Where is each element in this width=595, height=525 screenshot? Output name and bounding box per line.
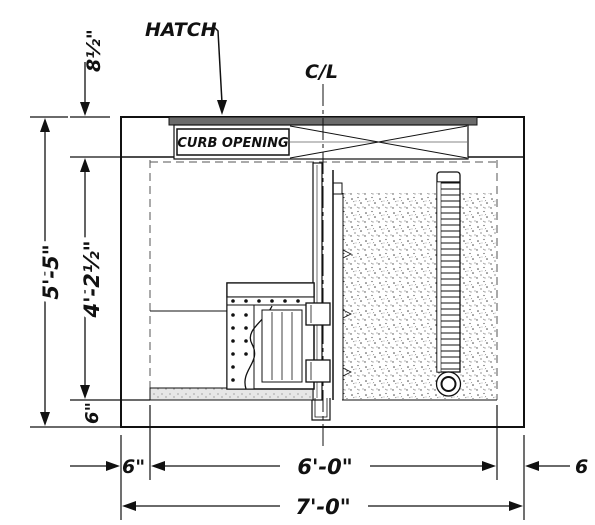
svg-text:6'-0": 6'-0" [297,455,352,479]
svg-text:7'-0": 7'-0" [295,495,350,519]
dim-inner-height: 4'-2½" 4'-2½" [70,156,150,401]
baffle-wall [311,162,343,421]
dim-top-offset: 8½" [70,29,110,118]
dim-overall-width: 7'-0" [122,495,523,519]
svg-text:8½": 8½" [83,29,105,72]
svg-text:6": 6" [122,456,145,478]
filter-media [342,193,496,400]
filter-cartridge [435,171,462,397]
svg-text:5'-5": 5'-5" [39,244,63,299]
svg-text:4'-2½": 4'-2½" [80,240,104,318]
dim-left-wall: 6" [70,456,145,478]
dim-wall-extensions [120,405,525,520]
svg-text:5'-5": 5'-5" [39,244,63,299]
centerline: C/L [305,61,338,450]
svg-text:4'-2½": 4'-2½" [80,240,104,318]
svg-text:C/L: C/L [305,61,338,83]
svg-text:HATCH: HATCH [145,19,217,41]
curb-opening-label: CURB OPENING [176,128,290,156]
dim-right-wall: 6 [525,456,588,478]
svg-text:6: 6 [575,456,588,478]
hatch-label: HATCH [145,19,227,115]
svg-text:6": 6" [82,402,103,424]
svg-text:CURB OPENING: CURB OPENING [177,136,289,151]
dim-overall-height: 5'-5" 5'-5" [30,116,120,428]
dim-base: 6" [82,402,103,424]
inlet-basket [150,282,331,390]
dim-inner-width: 6'-0" [151,455,496,479]
